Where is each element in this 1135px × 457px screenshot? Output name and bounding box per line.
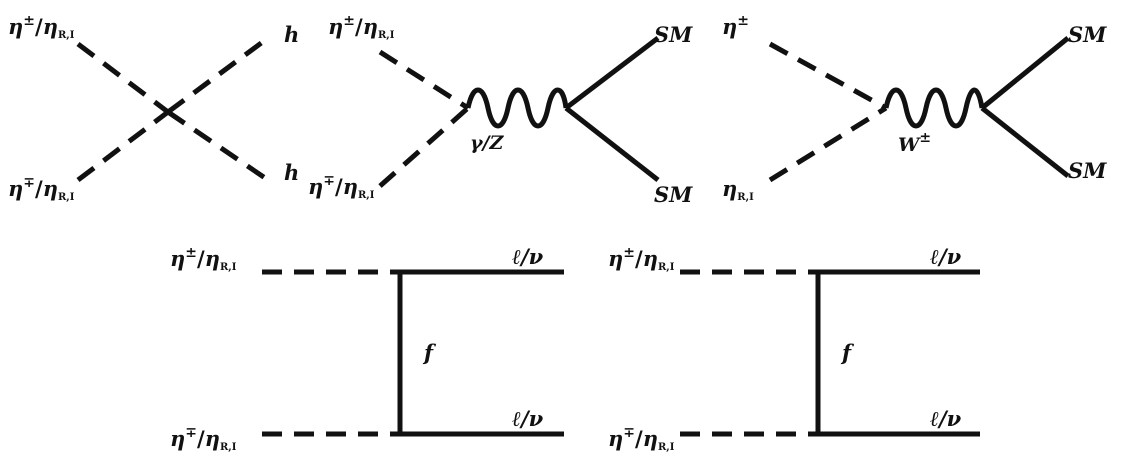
d1-label-higgs-bottom: h: [284, 160, 300, 185]
d3-scalar-in-bottom: [768, 105, 888, 183]
d2-sm-out-bottom: [564, 106, 660, 182]
d2-label-in-top: η±/ηR,I: [328, 13, 395, 41]
d3-label-sm-bottom: SM: [1068, 158, 1107, 183]
d3-sm-out-top: [980, 36, 1070, 110]
d1-label-higgs-top: h: [284, 22, 300, 47]
d3-label-in-top: η±: [722, 13, 750, 39]
d2-gamma-z-propagator: [465, 87, 569, 129]
d3-w-propagator: [883, 87, 985, 129]
d1-label-in-top: η±/ηR,I: [8, 13, 75, 41]
d2-label-gamma-z: γ/Z: [470, 132, 504, 154]
d5-label-in-top: η±/ηR,I: [608, 245, 675, 273]
d2-scalar-in-top: [378, 49, 470, 111]
d2-label-sm-bottom: SM: [654, 182, 693, 207]
d5-label-lepton-bottom: ℓ/ν: [930, 406, 962, 431]
d3-label-w: W±: [898, 130, 932, 156]
d4-label-in-top: η±/ηR,I: [170, 245, 237, 273]
d2-label-in-bottom: η∓/ηR,I: [308, 173, 375, 201]
d5-label-lepton-top: ℓ/ν: [930, 244, 962, 269]
d2-label-sm-top: SM: [654, 22, 693, 47]
d2-scalar-in-bottom: [378, 106, 470, 188]
d4-label-in-bottom: η∓/ηR,I: [170, 425, 237, 453]
d5-label-fermion: f: [842, 340, 852, 365]
d1-scalar-in-bottom: [76, 110, 170, 182]
d4-label-lepton-bottom: ℓ/ν: [512, 406, 544, 431]
d1-higgs-out-top: [166, 35, 270, 115]
d3-label-in-bottom: ηR,I: [722, 176, 754, 203]
d3-sm-out-bottom: [980, 106, 1070, 178]
d1-scalar-in-top: [76, 42, 170, 114]
d4-label-fermion: f: [424, 340, 434, 365]
d2-sm-out-top: [564, 36, 660, 110]
d1-label-in-bottom: η∓/ηR,I: [8, 175, 75, 203]
d3-label-sm-top: SM: [1068, 22, 1107, 47]
d3-scalar-in-top: [768, 41, 888, 111]
d4-label-lepton-top: ℓ/ν: [512, 244, 544, 269]
d1-higgs-out-bottom: [166, 109, 270, 183]
d5-label-in-bottom: η∓/ηR,I: [608, 425, 675, 453]
